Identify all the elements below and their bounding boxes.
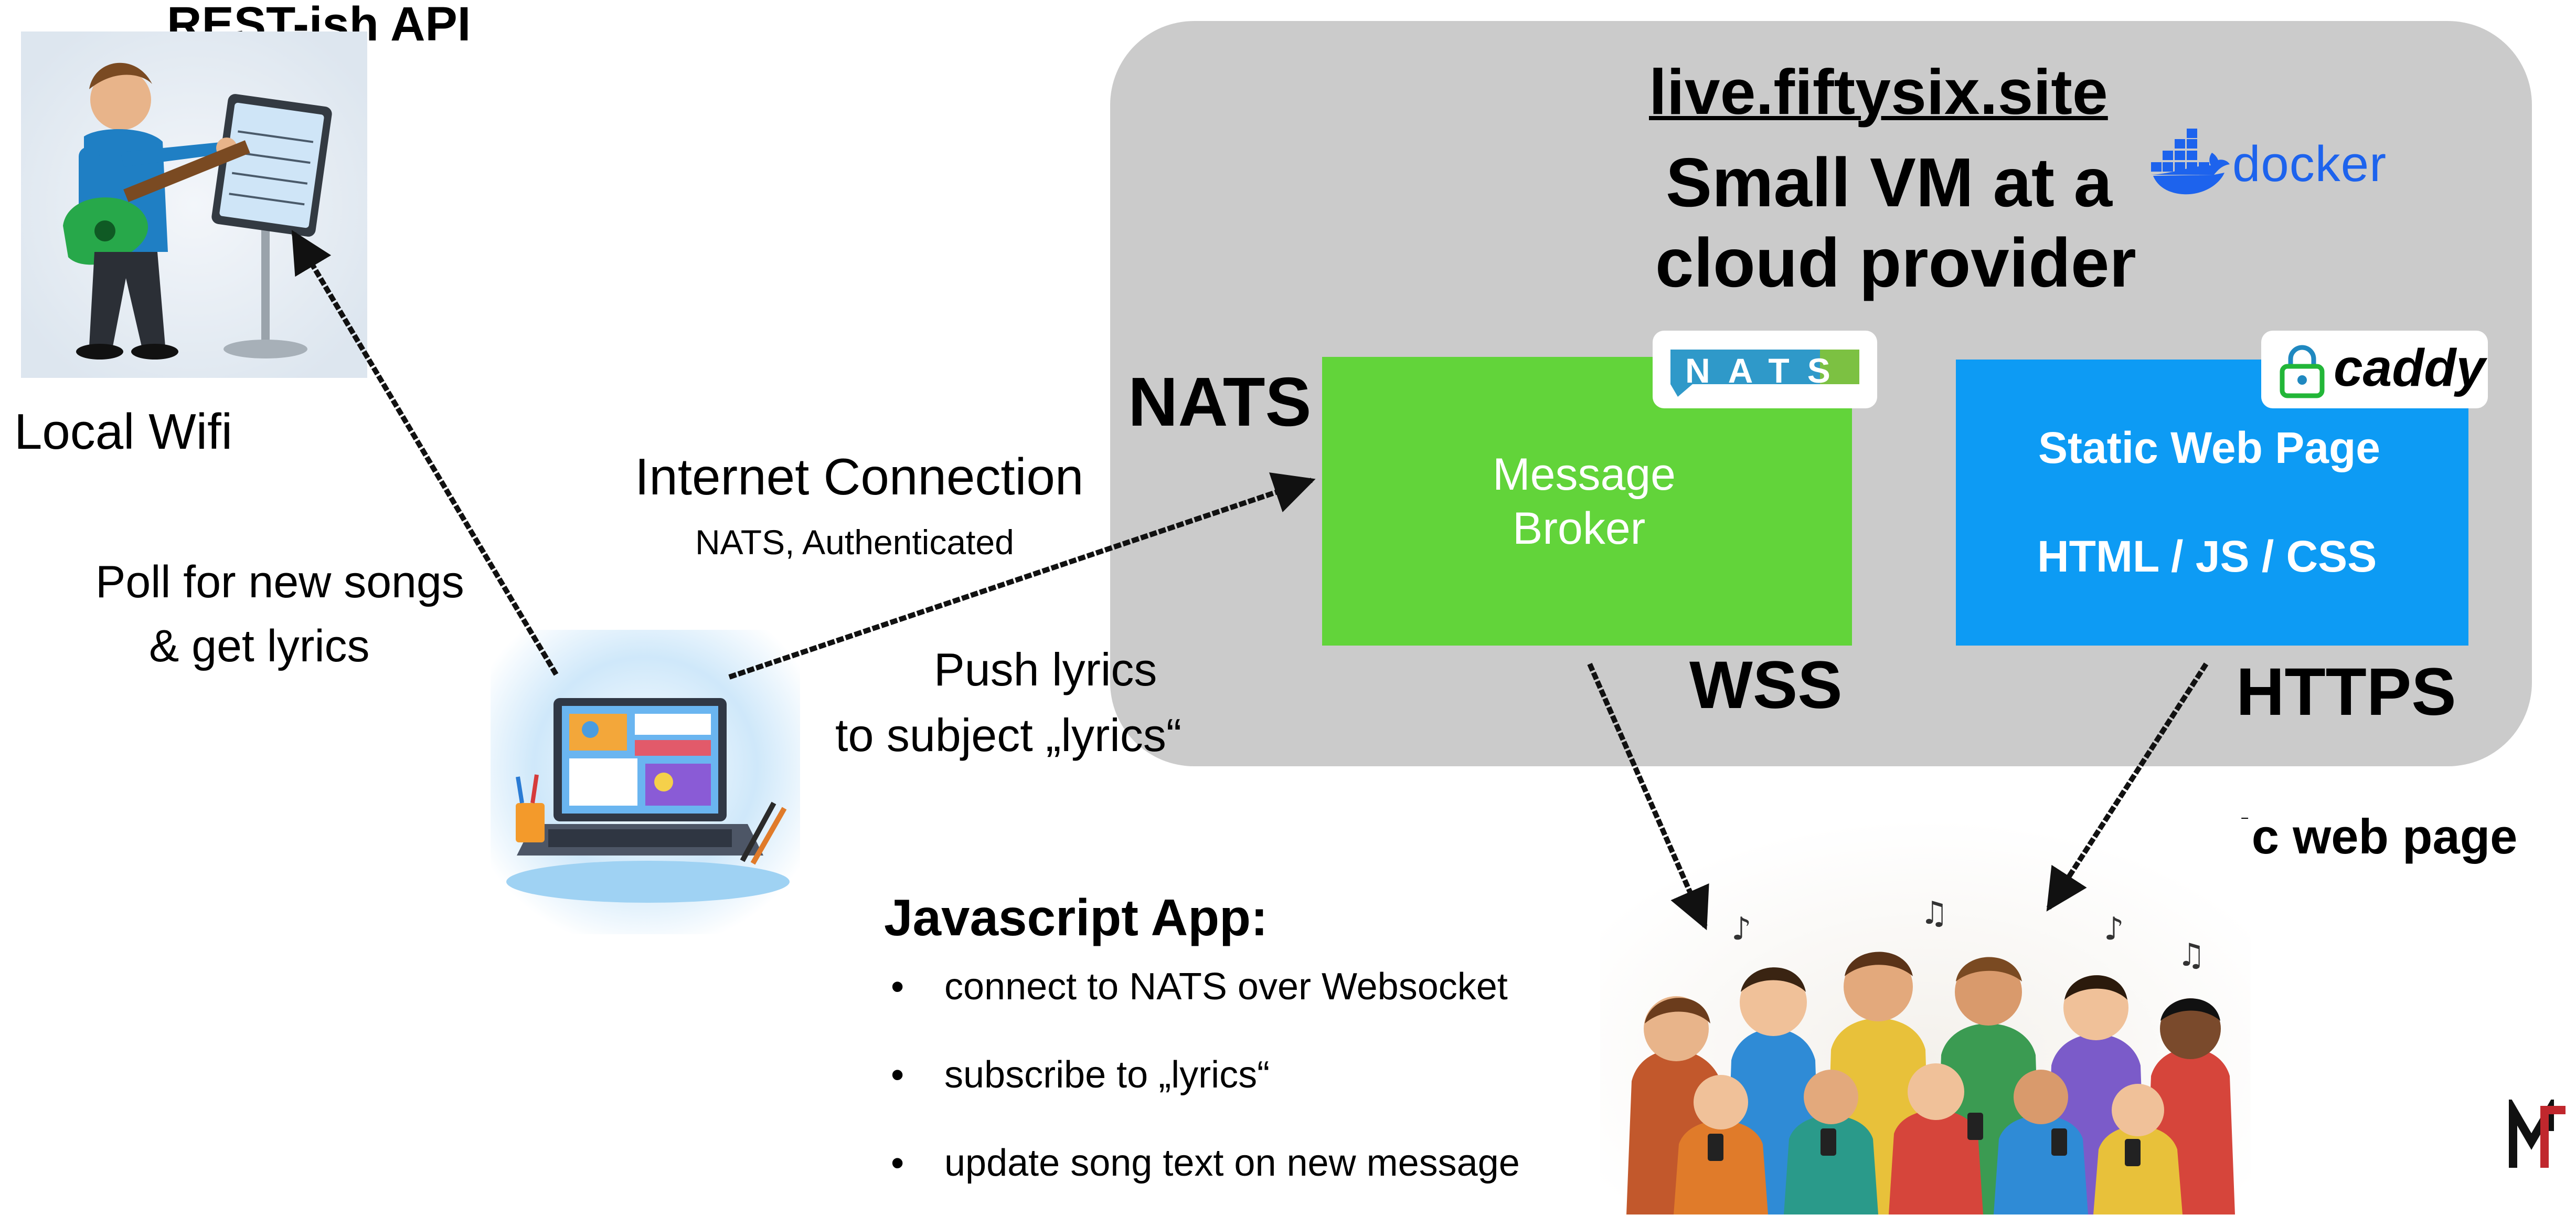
audience-singing-illustration: ♪ ♫ ♪ ♫	[1600, 819, 2251, 1215]
nats-logo-icon	[1670, 350, 1859, 397]
nats-logo: NATS	[1653, 331, 1877, 408]
corner-brand-logo	[2508, 1094, 2576, 1173]
nats-logo-text: NATS	[1685, 351, 1848, 390]
bullet: •	[891, 966, 904, 1008]
laptop-illustration	[491, 630, 800, 934]
static-web-page-line2: HTML / JS / CSS	[2037, 532, 2377, 581]
message-broker-line2: Broker	[1513, 503, 1646, 554]
svg-text:♫: ♫	[1920, 895, 1949, 932]
js-app-list: • connect to NATS over Websocket • subscri…	[887, 960, 1520, 1225]
bullet: •	[891, 1054, 904, 1096]
list-item: • subscribe to „lyrics“	[887, 1049, 1520, 1137]
vm-domain[interactable]: live.fiftysix.site	[1649, 56, 2108, 128]
caddy-logo-text: caddy	[2334, 339, 2486, 397]
https-label: HTTPS	[2236, 654, 2456, 730]
docker-logo-text: docker	[2232, 136, 2387, 192]
list-item: • connect to NATS over Websocket	[887, 960, 1520, 1049]
caddy-lock-icon	[2280, 345, 2325, 398]
poll-label-line2: & get lyrics	[149, 621, 370, 671]
musician-tablet-illustration	[21, 31, 367, 378]
list-item-text: update song text on new message	[944, 1142, 1520, 1184]
svg-text:♪: ♪	[2104, 911, 2124, 947]
vm-title-line2: cloud provider	[1655, 224, 2136, 301]
list-item: • update song text on new message	[887, 1137, 1520, 1225]
caddy-logo: caddy	[2261, 331, 2488, 408]
local-wifi-label: Local Wifi	[14, 404, 233, 460]
js-app-title: Javascript App:	[884, 889, 1268, 946]
list-item-text: connect to NATS over Websocket	[944, 966, 1508, 1008]
svg-text:♪: ♪	[1731, 911, 1751, 947]
svg-text:♫: ♫	[2177, 937, 2206, 974]
internet-connection-title: Internet Connection	[635, 448, 1084, 505]
vm-title-line1: Small VM at a	[1666, 144, 2112, 221]
push-lyrics-line2: to subject „lyrics“	[835, 709, 1182, 761]
internet-connection-subtitle: NATS, Authenticated	[695, 523, 1014, 562]
nats-protocol-label: NATS	[1128, 363, 1312, 440]
bullet: •	[891, 1142, 904, 1184]
push-lyrics-line1: Push lyrics	[934, 643, 1157, 695]
poll-label-line1: Poll for new songs	[95, 557, 464, 607]
static-web-page-line1: Static Web Page	[2038, 423, 2380, 472]
list-item-text: subscribe to „lyrics“	[944, 1054, 1270, 1096]
message-broker-line1: Message	[1493, 449, 1676, 500]
docker-whale-icon	[2151, 129, 2230, 195]
wss-label: WSS	[1689, 648, 1843, 723]
docker-logo: docker	[2151, 126, 2403, 199]
